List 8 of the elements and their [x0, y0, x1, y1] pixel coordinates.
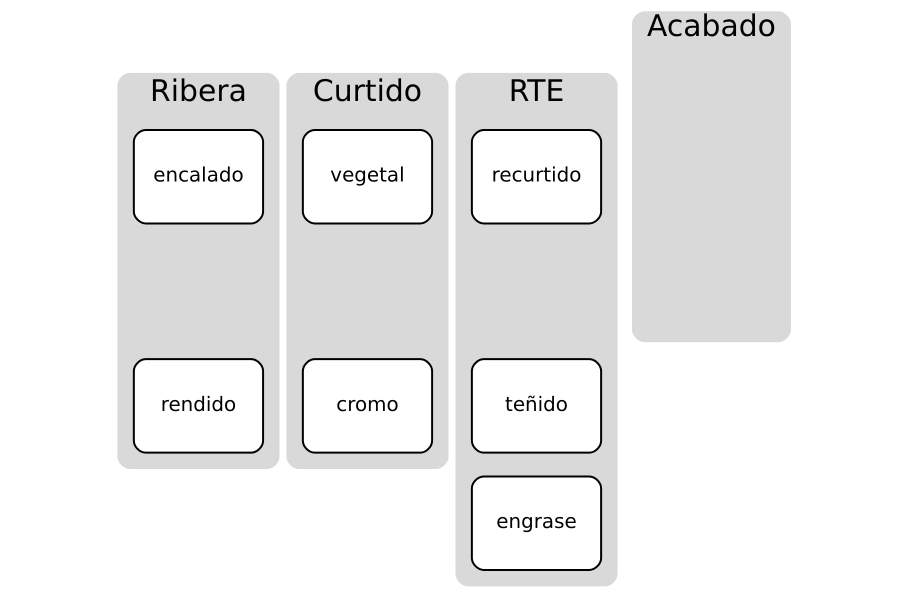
node-box: encalado — [132, 129, 264, 224]
node-box: recurtido — [470, 129, 602, 224]
node-box: vegetal — [301, 129, 433, 224]
node-box: cromo — [301, 358, 433, 454]
node-box: engrase — [470, 476, 602, 571]
node-box: teñido — [470, 358, 602, 454]
node-box: rendido — [132, 358, 264, 454]
node-box: Acabado — [631, 11, 791, 342]
